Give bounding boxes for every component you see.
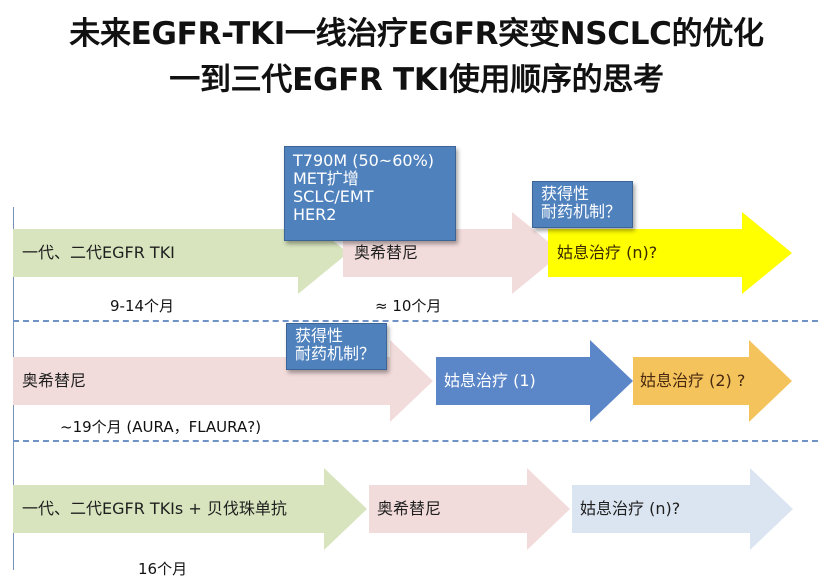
row1-duration-1: 9-14个月 — [110, 297, 175, 315]
acquired-resistance-box-row2: 获得性 耐药机制？ — [286, 323, 387, 370]
row2-arrow-2 — [436, 340, 633, 422]
resistance-line-3: SCLC/EMT — [293, 187, 374, 206]
row1-duration-2: ≈ 10个月 — [375, 297, 442, 315]
resistance-line-2: MET扩增 — [293, 169, 359, 188]
acquired-resistance-box-row1: 获得性 耐药机制？ — [532, 181, 633, 228]
title-line-2: 一到三代EGFR TKI使用顺序的思考 — [169, 62, 664, 98]
row3-arrow-1-label: 一代、二代EGFR TKIs + 贝伐珠单抗 — [22, 499, 287, 518]
row3-duration-1: 16个月 — [138, 560, 188, 578]
row2-arrow-2-label: 姑息治疗 (1) — [444, 371, 536, 390]
row1-arrow-2-label: 奥希替尼 — [354, 243, 419, 262]
acquired-resistance-line-2: 耐药机制？ — [295, 344, 376, 363]
row1-arrow-3 — [548, 212, 792, 294]
row-divider-2 — [13, 440, 818, 442]
row2-duration-1: ~19个月 (AURA，FLAURA?) — [60, 418, 262, 436]
acquired-resistance-line-1: 获得性 — [295, 326, 344, 345]
row3-arrow-2-label: 奥希替尼 — [377, 499, 442, 518]
title-line-1: 未来EGFR-TKI一线治疗EGFR突变NSCLC的优化 — [69, 16, 764, 52]
row3-arrow-1 — [13, 468, 367, 550]
resistance-line-1: T790M (50~60%) — [293, 151, 435, 170]
acquired-resistance-line-1: 获得性 — [541, 184, 590, 203]
resistance-mechanisms-box: T790M (50~60%) MET扩增 SCLC/EMT HER2 — [284, 146, 456, 241]
row-divider-1 — [13, 320, 818, 322]
row2-arrow-3-label: 姑息治疗 (2) ? — [640, 371, 746, 390]
row3-arrow-3-label: 姑息治疗 (n)? — [580, 499, 681, 518]
row2-arrow-3 — [633, 340, 792, 422]
acquired-resistance-line-2: 耐药机制？ — [541, 202, 622, 221]
row2-arrow-1-label: 奥希替尼 — [22, 371, 87, 390]
row1-arrow-1 — [13, 212, 348, 294]
row3-arrow-3 — [572, 468, 793, 550]
row1-arrow-3-label: 姑息治疗 (n)? — [557, 243, 658, 262]
row3-arrow-2 — [369, 468, 570, 550]
resistance-line-4: HER2 — [293, 205, 337, 224]
row1-arrow-1-label: 一代、二代EGFR TKI — [22, 243, 175, 262]
